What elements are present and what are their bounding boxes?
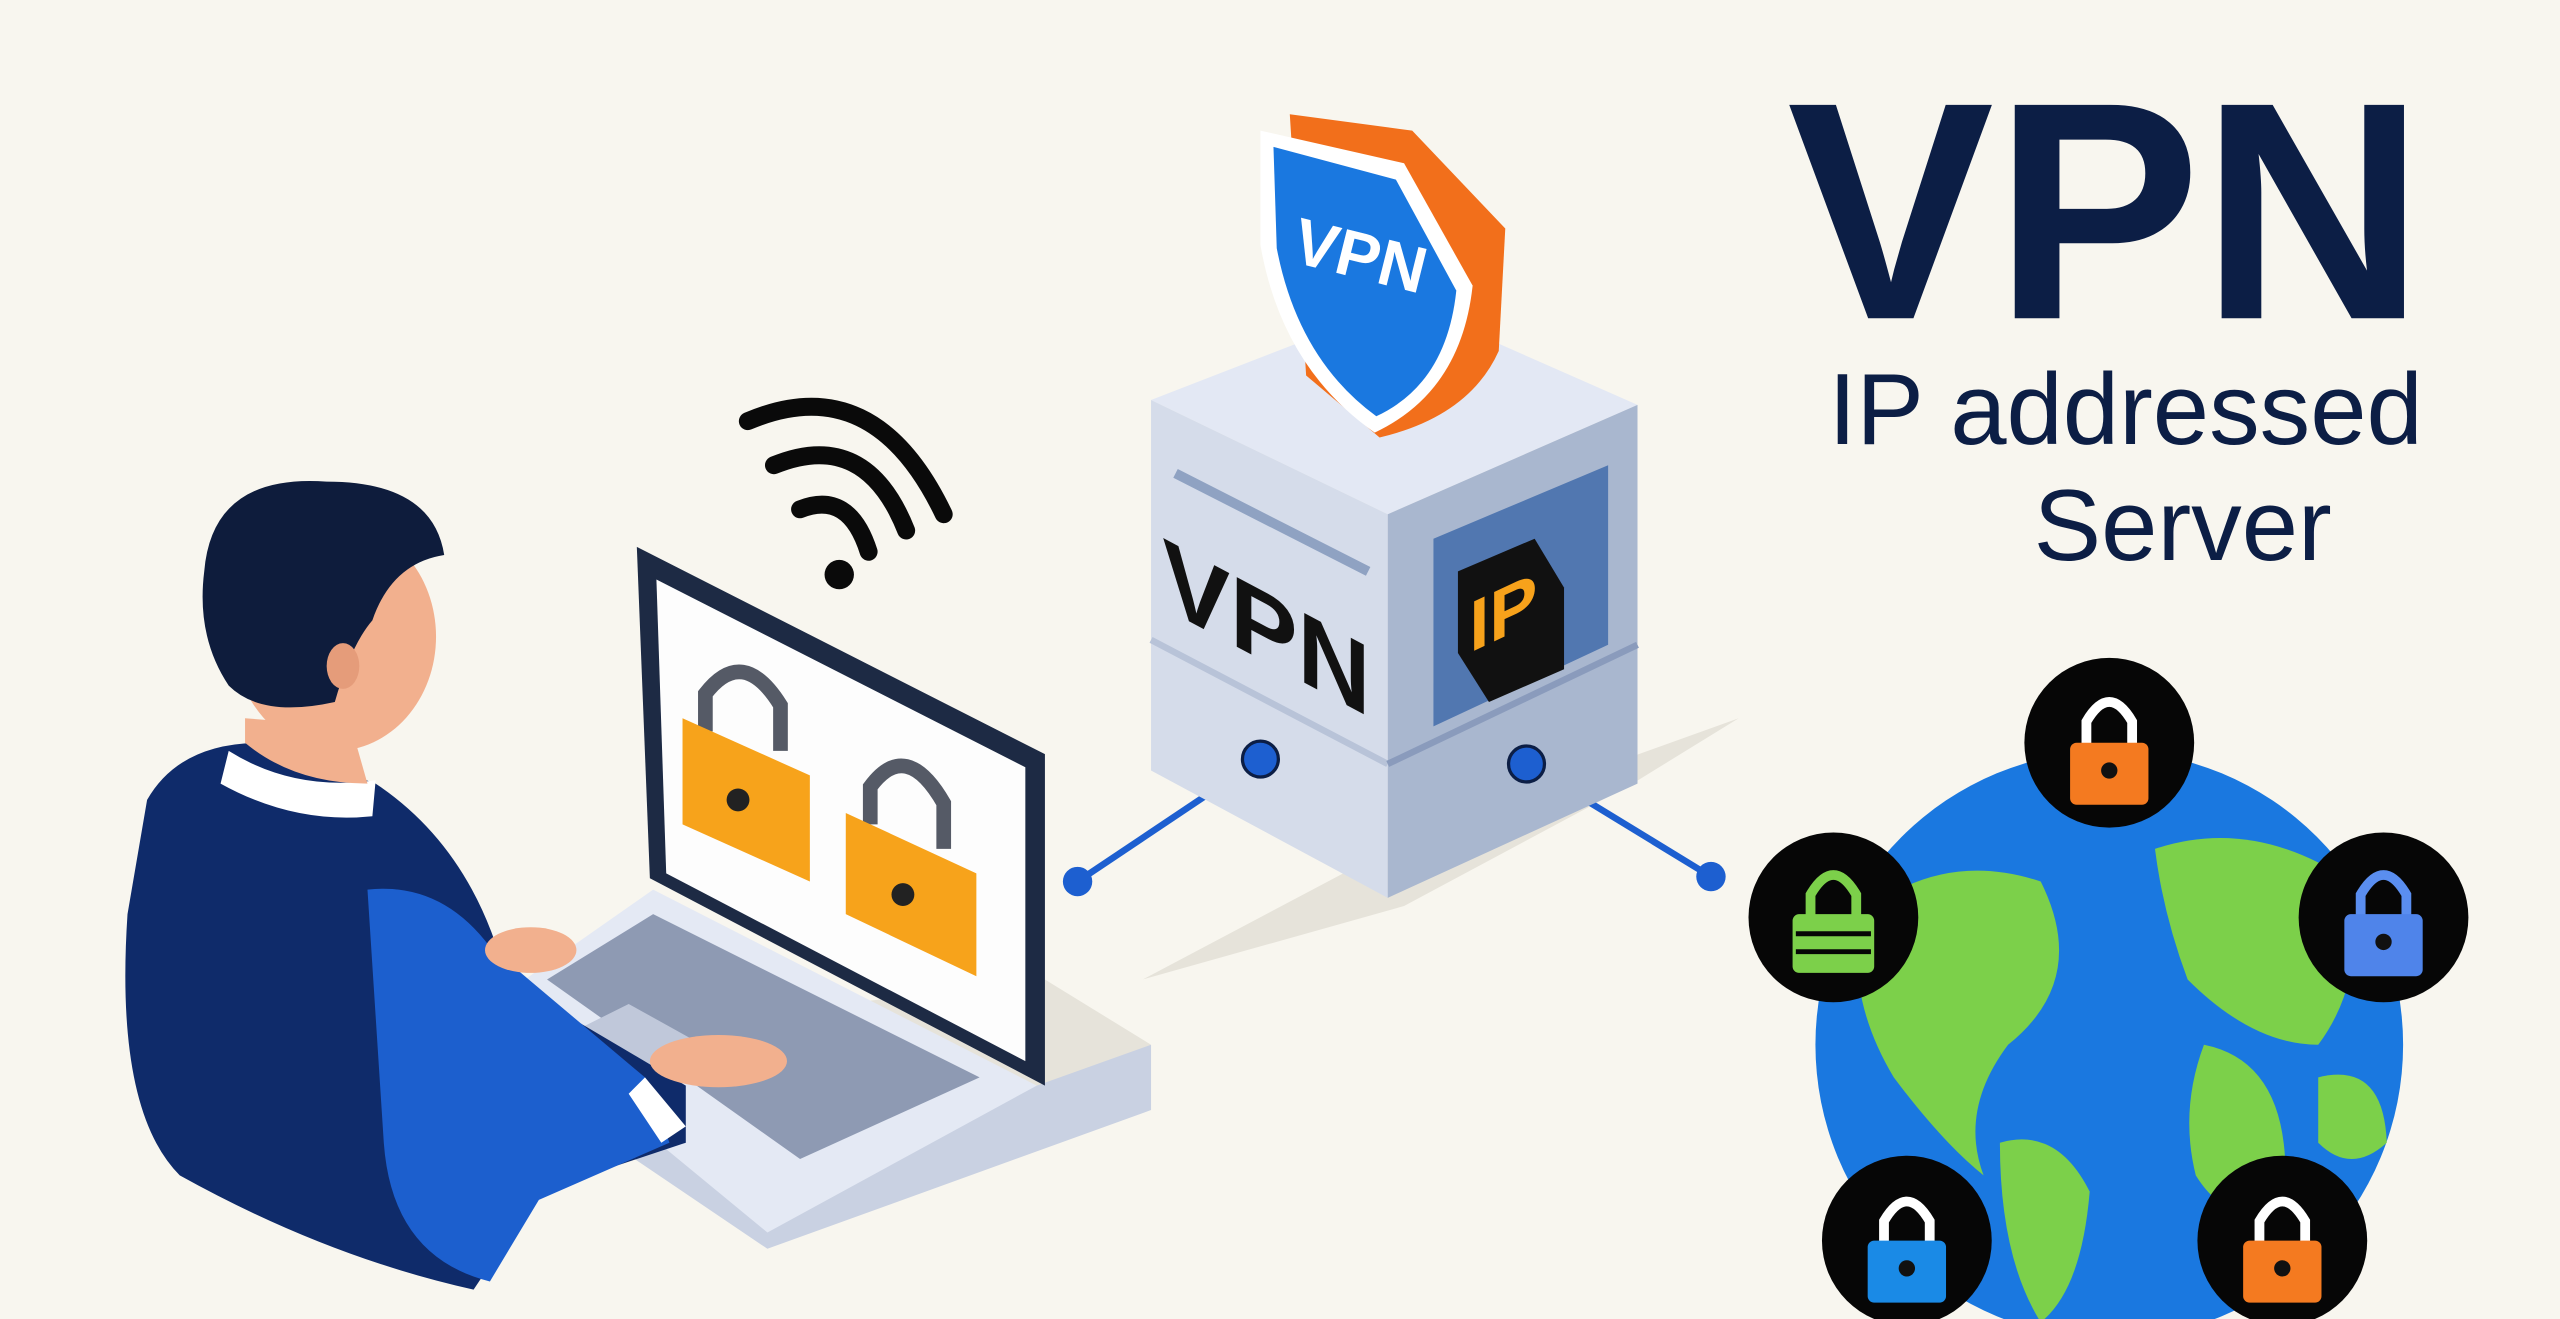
lock-badge-green [1748, 832, 1919, 1003]
lock-badge-orange [2024, 657, 2195, 828]
title-ip-addressed: IP addressed [1828, 353, 2423, 466]
server-port [1506, 744, 1547, 784]
ip-badge: IP [1457, 538, 1565, 702]
vpn-server: VPN IP [1149, 301, 1639, 898]
lock-badge-orange [2197, 1155, 2368, 1319]
wifi-icon [738, 397, 953, 590]
server-port [1240, 739, 1281, 779]
keyboard [547, 914, 980, 1160]
title-vpn: VPN [1787, 37, 2425, 384]
lock-badge-blue [1821, 1155, 1992, 1319]
person [125, 480, 788, 1290]
title-server: Server [2034, 469, 2332, 582]
connection-dot [1696, 861, 1726, 892]
connection-dot [1062, 866, 1093, 897]
padlock-icon [845, 758, 977, 977]
vpn-shield: VPN [1260, 114, 1506, 438]
lock-badge-blue [2298, 832, 2469, 1003]
padlock-icon [682, 664, 810, 882]
